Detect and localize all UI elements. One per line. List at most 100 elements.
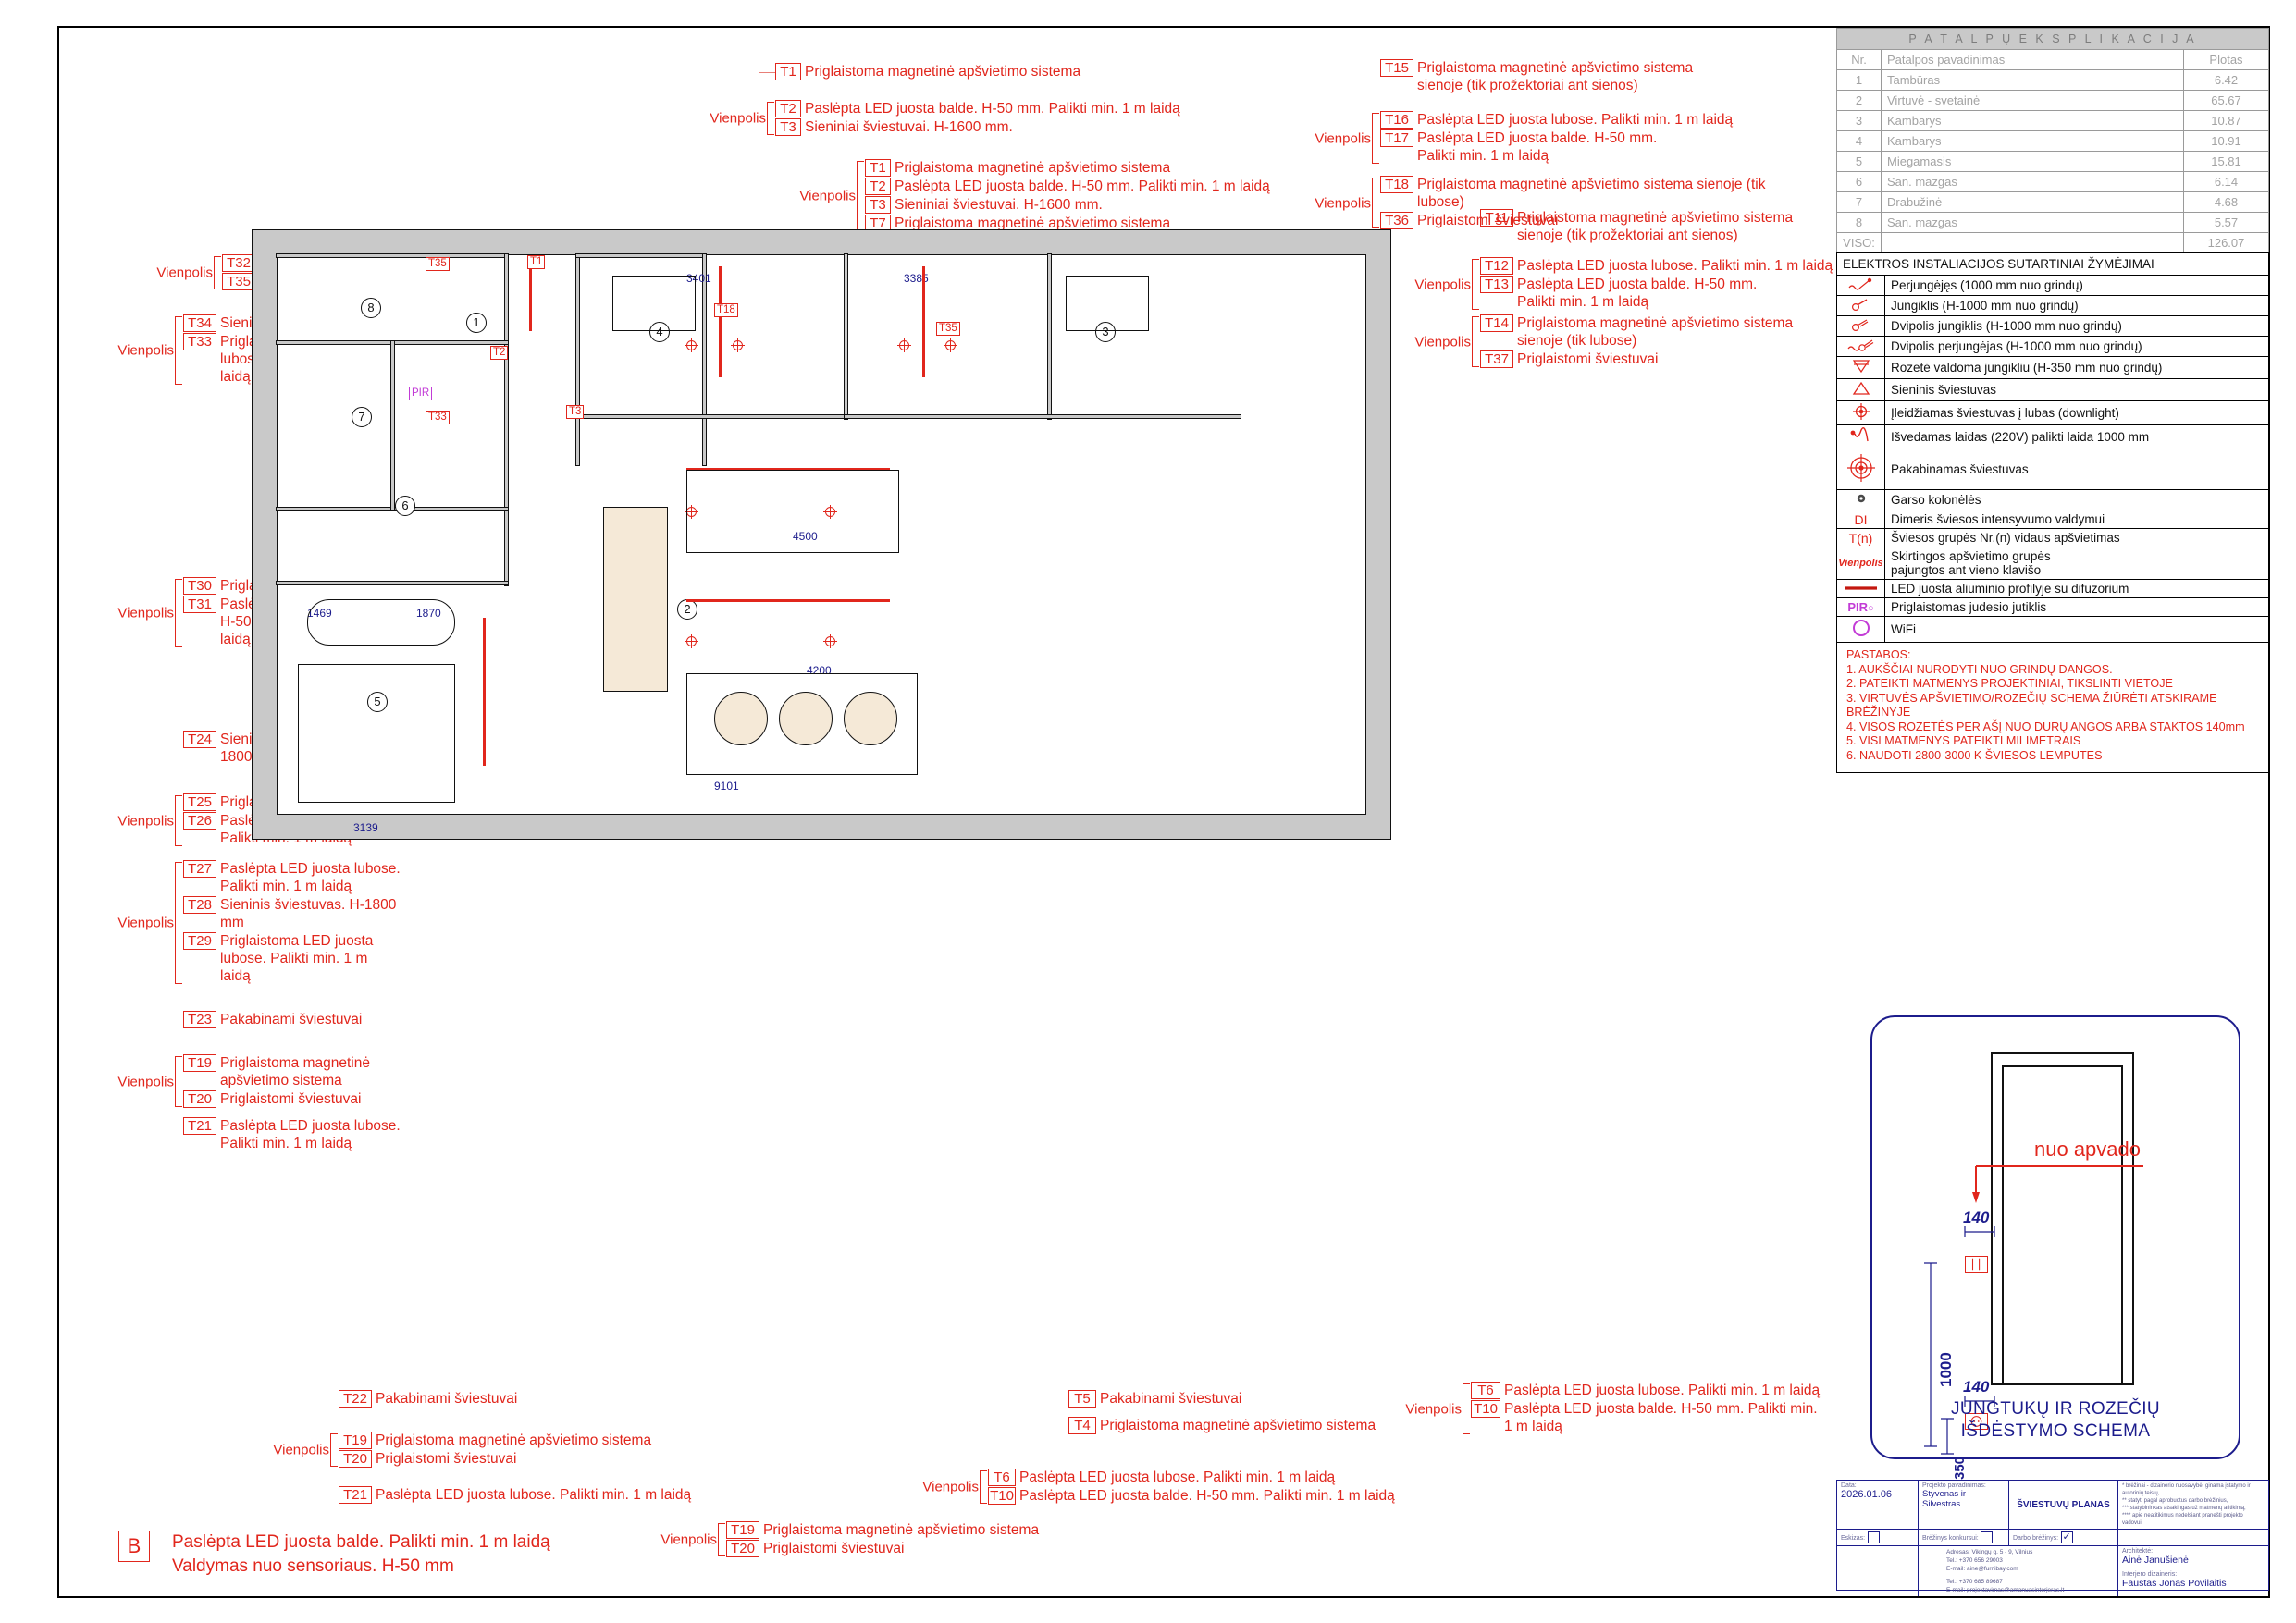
room-nr: 7 bbox=[1836, 191, 1882, 213]
tag-T1: T1 bbox=[865, 159, 891, 177]
tag-T2: T2 bbox=[775, 100, 801, 117]
room-nr: 2 bbox=[1836, 90, 1882, 111]
annotation-text: Paslėpta LED juosta balde. H-50 mm. Pali… bbox=[1417, 130, 1658, 164]
tag-T32: T32 bbox=[222, 254, 255, 272]
annotation-text: Paslėpta LED juosta balde. H-50 mm. Pali… bbox=[1517, 277, 1758, 310]
vienpolis-label: Vienpolis bbox=[117, 605, 174, 621]
date-label: Data: bbox=[1841, 1482, 1857, 1489]
legend-label: Priglaistomas judesio jutiklis bbox=[1884, 597, 2269, 617]
annotation-text: Paslėpta LED juosta balde. H-50 mm. Pali… bbox=[1504, 1401, 1818, 1434]
annotation-group-t6-t10-right: Vienpolis T6 Paslėpta LED juosta lubose.… bbox=[1405, 1382, 1821, 1436]
annotation-text: Paslėpta LED juosta lubose. Palikti min.… bbox=[220, 861, 401, 894]
tag-T1: T1 bbox=[775, 63, 801, 80]
annotation-text: Paslėpta LED juosta lubose. Palikti min.… bbox=[1504, 1383, 1821, 1398]
pendant-lamp-icon bbox=[779, 692, 833, 745]
dimension-label: 4500 bbox=[793, 530, 818, 543]
annotation-text: Priglaistoma magnetinė apšvietimo sistem… bbox=[1417, 60, 1694, 93]
plan-tag: T1 bbox=[527, 255, 546, 269]
legend-label: Įleidžiamas šviestuvas į lubas (downligh… bbox=[1884, 400, 2269, 425]
room-nr: 1 bbox=[1836, 69, 1882, 91]
annotation-group-t1-t2-t3-t7: Vienpolis T1 Priglaistoma magnetinė apšv… bbox=[799, 159, 1270, 233]
competition-label: Brėžinys konkursui: bbox=[1922, 1534, 1979, 1542]
furniture-island bbox=[603, 507, 668, 692]
legend-label: Pakabinamas šviestuvas bbox=[1884, 449, 2269, 490]
room-area: 4.68 bbox=[2183, 191, 2269, 213]
annotation-text: Pakabinami šviestuvai bbox=[376, 1391, 518, 1407]
annotation-t21-bottom: T21 Paslėpta LED juosta lubose. Palikti … bbox=[339, 1486, 691, 1505]
annotation-text: Priglaistomi šviestuvai bbox=[1517, 351, 1659, 367]
partition-wall bbox=[390, 340, 395, 511]
room-number: 2 bbox=[677, 599, 697, 620]
annotation-text: Paslėpta LED juosta lubose. Palikti min.… bbox=[1517, 258, 1833, 274]
downlight-icon bbox=[685, 338, 698, 352]
switch-socket-layout-schema: nuo apvado 140 140 1000 350 bbox=[1870, 1015, 2240, 1480]
total-label: VISO: bbox=[1836, 232, 1882, 253]
architect-label: Architektė: bbox=[2122, 1548, 2154, 1555]
vienpolis-label: Vienpolis bbox=[922, 1479, 979, 1495]
tag-T21: T21 bbox=[339, 1486, 372, 1504]
dim-arrow-bottom bbox=[1964, 1396, 1995, 1407]
annotation-group-t18-t36: Vienpolis T18 Priglaistoma magnetinė apš… bbox=[1315, 176, 1787, 230]
tag-T21: T21 bbox=[183, 1117, 216, 1135]
tag-T16: T16 bbox=[1380, 111, 1413, 129]
room-nr: 4 bbox=[1836, 130, 1882, 152]
dimension-140-top: 140 bbox=[1963, 1209, 1990, 1226]
legend-label: Išvedamas laidas (220V) palikti laida 10… bbox=[1884, 424, 2269, 449]
room-number: 8 bbox=[361, 298, 381, 318]
note-item: 3. VIRTUVĖS APŠVIETIMO/ROZEČIŲ SCHEMA ŽI… bbox=[1846, 691, 2217, 719]
annotation-t22-bottom: T22 Pakabinami šviestuvai bbox=[339, 1390, 517, 1408]
schema-title-line1: JUNGTUKŲ IR ROZEČIŲ bbox=[1950, 1399, 2161, 1419]
two-pole-switch-icon bbox=[1836, 315, 1885, 337]
led-strip-icon bbox=[1836, 579, 1885, 598]
plan-tag: T33 bbox=[426, 411, 450, 424]
two-pole-changeover-icon bbox=[1836, 336, 1885, 357]
tag-T10: T10 bbox=[1471, 1400, 1500, 1418]
room-number: 3 bbox=[1095, 322, 1116, 342]
competition-checkbox[interactable] bbox=[1981, 1531, 1994, 1543]
email1: E-mail: aine@furnibay.com bbox=[1946, 1566, 2018, 1572]
room-nr: 3 bbox=[1836, 110, 1882, 131]
cable-outlet-icon bbox=[1836, 424, 1885, 449]
annotation-text: Paslėpta LED juosta lubose. Palikti min.… bbox=[376, 1487, 692, 1503]
tag-T28: T28 bbox=[183, 896, 216, 914]
annotation-t11: T11 Priglaistoma magnetinė apšvietimo si… bbox=[1480, 209, 1869, 245]
legend-row: Sieninis šviestuvas bbox=[1836, 378, 2269, 401]
pendant-lamp-icon bbox=[714, 692, 768, 745]
downlight-icon bbox=[731, 338, 745, 352]
annotation-text: Priglaistoma magnetinė apšvietimo sistem… bbox=[1517, 210, 1794, 243]
sketch-checkbox[interactable] bbox=[1867, 1531, 1880, 1543]
room-name: Kambarys bbox=[1881, 130, 2184, 152]
vienpolis-label: Vienpolis bbox=[1315, 195, 1371, 211]
socket-symbol bbox=[1965, 1413, 1988, 1430]
room-area: 6.42 bbox=[2183, 69, 2269, 91]
plan-tag: T2 bbox=[490, 346, 509, 360]
room-number: 5 bbox=[367, 692, 388, 712]
note-item: 5. VISI MATMENYS PATEIKTI MILIMETRAIS bbox=[1846, 734, 2081, 747]
annotation-text: Paslėpta LED juosta lubose. Palikti min.… bbox=[1019, 1469, 1336, 1485]
working-checkbox[interactable]: ✓ bbox=[2060, 1531, 2073, 1543]
tag-T19: T19 bbox=[183, 1054, 216, 1072]
tag-T20: T20 bbox=[726, 1540, 759, 1557]
legend-row: Jungiklis (H-1000 mm nuo grindų) bbox=[1836, 295, 2269, 316]
room-name: Tambūras bbox=[1881, 69, 2184, 91]
designer-label: Interjero dizaineris: bbox=[2122, 1571, 2178, 1578]
room-number: 4 bbox=[649, 322, 670, 342]
notes-title: PASTABOS: bbox=[1846, 648, 1911, 661]
room-area: 10.87 bbox=[2183, 110, 2269, 131]
pir-text: PIR bbox=[1847, 600, 1868, 614]
legend-row: PIR○ Priglaistomas judesio jutiklis bbox=[1836, 597, 2269, 617]
vienpolis-label: Vienpolis bbox=[660, 1531, 717, 1548]
schema-callout: nuo apvado bbox=[2034, 1137, 2141, 1161]
tag-T20: T20 bbox=[339, 1450, 372, 1468]
tag-T12: T12 bbox=[1480, 257, 1513, 275]
electrical-legend-table: ELEKTROS INSTALIACIJOS SUTARTINIAI ŽYMĖJ… bbox=[1836, 252, 2269, 643]
legend-row: LED juosta aliuminio profilyje su difuzo… bbox=[1836, 579, 2269, 598]
annotation-text: Paslėpta LED juosta balde. H-50 mm. Pali… bbox=[805, 101, 1180, 117]
legend-title: ELEKTROS INSTALIACIJOS SUTARTINIAI ŽYMĖJ… bbox=[1836, 252, 2269, 276]
dimension-label: 3401 bbox=[686, 272, 711, 285]
legend-row: Vienpolis Skirtingos apšvietimo grupės p… bbox=[1836, 547, 2269, 580]
